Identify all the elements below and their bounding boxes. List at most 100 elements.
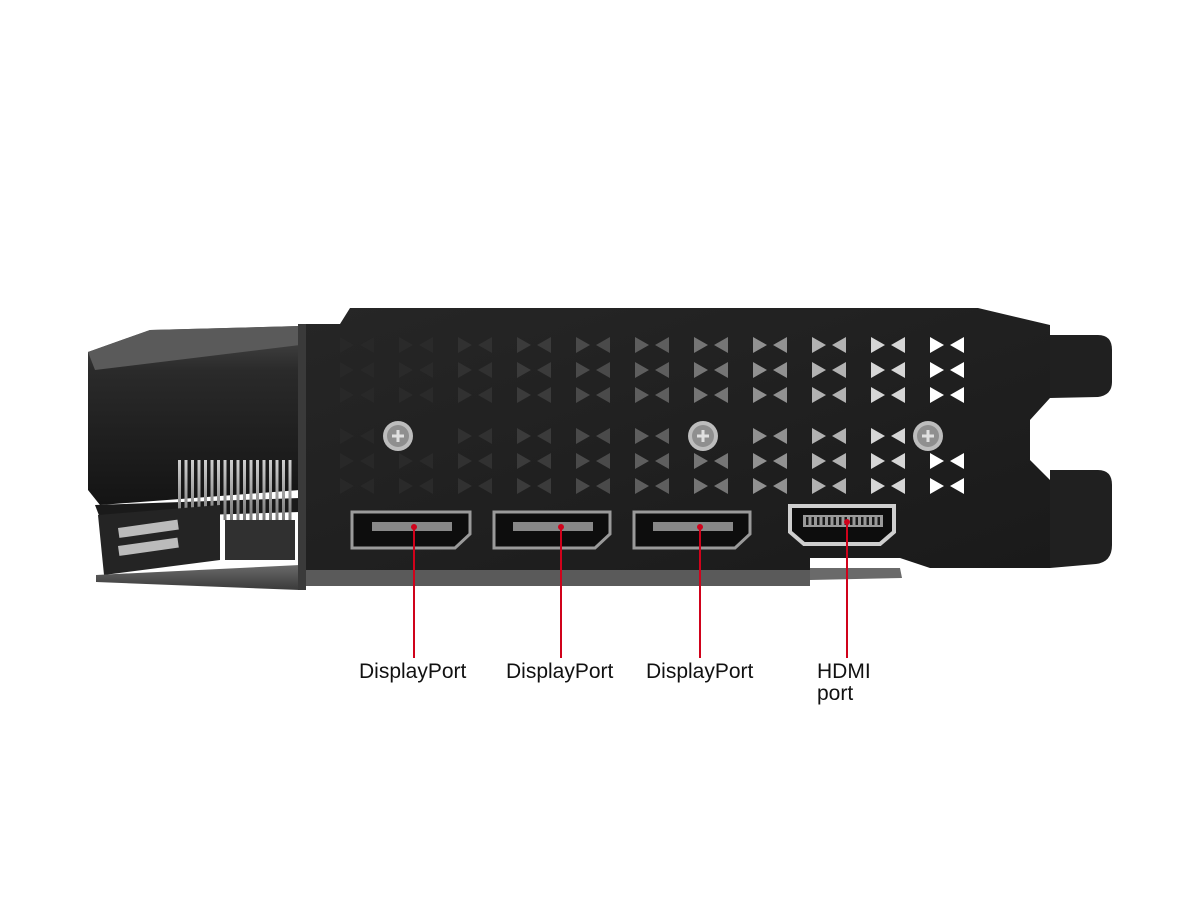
heatsink-fin (288, 460, 292, 520)
vent-hole (537, 337, 551, 353)
callout-dot-displayport-2 (558, 524, 564, 530)
vent-hole (832, 337, 846, 353)
callout-lines (411, 519, 850, 658)
vent-hole (694, 453, 708, 469)
heatsink-fin (275, 460, 279, 520)
vent-hole (399, 453, 413, 469)
vent-hole (635, 362, 649, 378)
hdmi-pin (866, 517, 869, 525)
vent-hole (812, 453, 826, 469)
hdmi-port-label: HDMI port (817, 661, 871, 705)
vent-hole (753, 387, 767, 403)
hdmi-label-line-2: port (817, 682, 854, 705)
vent-hole (596, 478, 610, 494)
vent-hole (694, 362, 708, 378)
heatsink-fin (191, 460, 194, 520)
vent-hole (596, 362, 610, 378)
vent-hole (340, 387, 354, 403)
vent-hole (655, 428, 669, 444)
vent-hole (340, 362, 354, 378)
heatsink-fin (210, 460, 214, 520)
vent-hole (753, 337, 767, 353)
vent-hole (930, 337, 944, 353)
vent-hole (576, 453, 590, 469)
vent-hole (537, 362, 551, 378)
vent-hole (930, 453, 944, 469)
vent-hole (832, 387, 846, 403)
vent-hole (773, 428, 787, 444)
vent-hole (419, 453, 433, 469)
vent-hole (871, 453, 885, 469)
vent-hole (576, 428, 590, 444)
vent-hole (576, 387, 590, 403)
vent-hole (596, 337, 610, 353)
heatsink-fin (236, 460, 240, 520)
vent-hole (871, 337, 885, 353)
vent-hole (576, 478, 590, 494)
vent-hole (399, 362, 413, 378)
vent-hole (753, 453, 767, 469)
heatsink-fin (256, 460, 259, 520)
vent-hole (950, 337, 964, 353)
vent-hole (753, 428, 767, 444)
callout-dot-displayport-3 (697, 524, 703, 530)
vent-hole (773, 362, 787, 378)
vent-hole (891, 428, 905, 444)
displayport-connector (632, 510, 752, 550)
vent-hole (930, 362, 944, 378)
vent-hole (871, 387, 885, 403)
hdmi-pin (855, 517, 858, 525)
vent-hole (773, 453, 787, 469)
vent-hole (950, 387, 964, 403)
vent-hole (714, 478, 728, 494)
screw-icon (383, 421, 413, 451)
vent-hole (714, 387, 728, 403)
vent-hole (694, 387, 708, 403)
vent-hole (537, 387, 551, 403)
vent-hole (576, 337, 590, 353)
displayport-label: DisplayPort (646, 660, 754, 683)
heatsink-fin (249, 460, 253, 520)
displayport-label: DisplayPort (506, 660, 614, 683)
vent-hole (360, 453, 374, 469)
vent-hole (340, 453, 354, 469)
vent-hole (635, 337, 649, 353)
screw-icon (913, 421, 943, 451)
vent-hole (596, 453, 610, 469)
vent-hole (655, 337, 669, 353)
vent-hole (458, 478, 472, 494)
base-plate (96, 565, 902, 590)
hdmi-label-line-1: HDMI (817, 660, 871, 683)
heatsink-fin (282, 460, 285, 520)
vent-hole (832, 453, 846, 469)
hdmi-pin (861, 517, 864, 525)
heatsink-fins (178, 460, 292, 520)
hdmi-pin (828, 517, 831, 525)
hdmi-connector (788, 504, 896, 546)
vent-hole (340, 428, 354, 444)
heatsink-fin (197, 460, 201, 520)
heatsink-fin (262, 460, 266, 520)
vent-hole (950, 478, 964, 494)
vent-hole (655, 362, 669, 378)
vent-hole (458, 387, 472, 403)
vent-hole (537, 453, 551, 469)
hdmi-pin (872, 517, 875, 525)
heatsink-fin (269, 460, 272, 520)
vent-hole (950, 453, 964, 469)
vent-hole (517, 337, 531, 353)
vent-hole (458, 337, 472, 353)
vent-hole (891, 453, 905, 469)
hdmi-pin (850, 517, 853, 525)
vent-hole (537, 428, 551, 444)
hdmi-pin (839, 517, 842, 525)
vent-hole (478, 387, 492, 403)
vent-hole (714, 453, 728, 469)
vent-hole (478, 453, 492, 469)
vent-hole (694, 337, 708, 353)
vent-hole (832, 428, 846, 444)
vent-hole (596, 387, 610, 403)
vent-hole (399, 478, 413, 494)
vent-hole (360, 478, 374, 494)
vent-hole (360, 387, 374, 403)
